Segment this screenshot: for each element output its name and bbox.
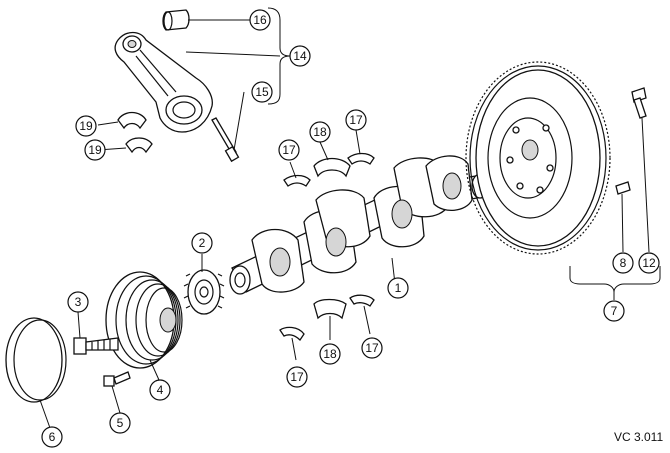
cover-disc: [5, 317, 67, 403]
crankshaft-pulley: [105, 271, 183, 369]
flywheel: [465, 61, 611, 255]
svg-text:18: 18: [323, 347, 337, 361]
rod-bolt: [211, 117, 240, 163]
callout-18b: 18: [319, 343, 341, 365]
svg-text:15: 15: [255, 85, 269, 99]
small-bolt: [103, 371, 131, 387]
thrust-washer-lower-right: [349, 294, 375, 307]
small-end-bushing: [162, 9, 190, 31]
callout-5: 5: [109, 412, 131, 434]
svg-text:17: 17: [349, 113, 363, 127]
svg-text:5: 5: [117, 416, 124, 430]
svg-text:19: 19: [88, 143, 102, 157]
svg-text:18: 18: [313, 125, 327, 139]
thrust-washer-upper-left: [283, 174, 311, 187]
callout-17b: 17: [345, 109, 367, 131]
callout-18a: 18: [309, 121, 331, 143]
svg-text:4: 4: [157, 383, 164, 397]
svg-text:2: 2: [199, 236, 206, 250]
callout-19a: 19: [75, 115, 97, 137]
svg-text:12: 12: [642, 256, 656, 270]
pulley-bolt: [73, 337, 119, 355]
crankshaft: [229, 155, 489, 295]
callout-1: 1: [387, 277, 409, 299]
svg-text:3: 3: [75, 295, 82, 309]
svg-text:16: 16: [253, 13, 267, 27]
callout-4: 4: [149, 379, 171, 401]
callout-3: 3: [67, 291, 89, 313]
callout-8: 8: [612, 252, 634, 274]
callout-6: 6: [41, 426, 63, 448]
flywheel-bolt: [631, 87, 647, 119]
svg-text:1: 1: [395, 281, 402, 295]
callout-14: 14: [289, 45, 311, 67]
leader-lines: [39, 19, 650, 429]
callout-19b: 19: [84, 139, 106, 161]
callout-17c: 17: [286, 366, 308, 388]
thrust-washer-upper-right: [347, 152, 375, 165]
callout-12: 12: [638, 252, 660, 274]
svg-text:6: 6: [49, 430, 56, 444]
svg-text:17: 17: [282, 143, 296, 157]
svg-text:17: 17: [290, 370, 304, 384]
svg-text:7: 7: [611, 304, 618, 318]
thrust-washer-lower-left: [279, 326, 305, 342]
callout-15: 15: [251, 81, 273, 103]
svg-text:17: 17: [365, 341, 379, 355]
callout-2: 2: [191, 232, 213, 254]
rod-bearing-lower: [125, 137, 153, 154]
callout-17d: 17: [361, 337, 383, 359]
callout-17a: 17: [278, 139, 300, 161]
timing-sprocket: [183, 269, 225, 315]
main-bearing-lower: [313, 298, 347, 320]
svg-text:8: 8: [620, 256, 627, 270]
rod-bearing-upper: [117, 111, 147, 130]
callout-16: 16: [249, 9, 271, 31]
reference-code: VC 3.011: [614, 430, 663, 444]
svg-text:14: 14: [293, 49, 307, 63]
connecting-rod: [114, 31, 213, 133]
dowel-pin: [615, 181, 631, 195]
svg-text:19: 19: [79, 119, 93, 133]
callout-7: 7: [603, 300, 625, 322]
main-bearing-upper: [313, 157, 351, 178]
